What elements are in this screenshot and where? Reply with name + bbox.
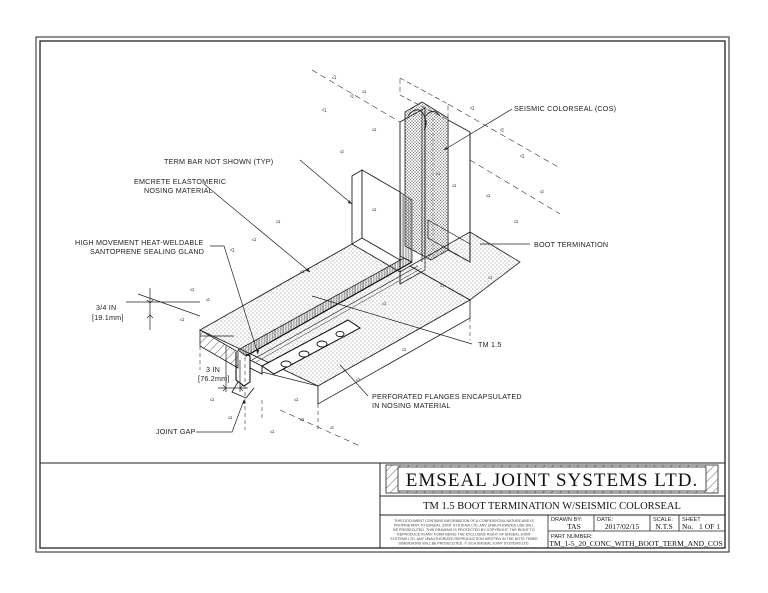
callout-gland-2: SANTOPRENE SEALING GLAND <box>90 247 204 256</box>
inner-border <box>39 40 726 549</box>
drawn-by-value: TAS <box>567 522 581 531</box>
notice-line-6: DIMENSIONS WILL BE PROSECUTED. © 2014 EM… <box>399 542 530 546</box>
notice-line-1: THIS DOCUMENT CONTAINS INFORMATION OF A … <box>394 519 534 523</box>
callout-joint-gap: JOINT GAP <box>156 427 196 436</box>
date-label: DATE: <box>597 517 614 523</box>
notice-line-2: PROPRIETARY TO EMSEAL JOINT SYSTEMS LTD.… <box>394 524 534 528</box>
callout-perf-2: IN NOSING MATERIAL <box>372 401 451 410</box>
scale-label: SCALE: <box>653 517 673 523</box>
drawing-title: TM 1.5 BOOT TERMINATION W/SEISMIC COLORS… <box>423 501 681 512</box>
drawn-by-label: DRAWN BY: <box>551 517 583 523</box>
callout-term-bar: TERM BAR NOT SHOWN (TYP) <box>164 157 273 166</box>
company-name: EMSEAL JOINT SYSTEMS LTD. <box>406 470 698 491</box>
callout-emcrete-1: EMCRETE ELASTOMERIC <box>134 177 226 186</box>
date-value: 2017/02/15 <box>605 522 640 531</box>
notice-line-3: BE PROSECUTED. THIS DRAWING IS PROTECTED… <box>393 528 535 532</box>
title-block: EMSEAL JOINT SYSTEMS LTD. TM 1.5 BOOT TE… <box>380 464 725 548</box>
sheet-label: SHEET <box>682 517 701 523</box>
sheet-no: No. <box>682 522 693 531</box>
boot-termination <box>351 169 363 245</box>
notice-line-5: SYSTEMS LTD. ANY UNAUTHORIZED REPRODUCTI… <box>390 537 538 541</box>
sheet-value: 1 OF 1 <box>699 522 720 531</box>
callout-dim2-mm: [76.2mm] <box>198 374 230 383</box>
callout-dim-in: 3/4 IN <box>96 303 116 312</box>
callout-tm: TM 1.5 <box>478 340 502 349</box>
callout-seismic: SEISMIC COLORSEAL (COS) <box>514 104 616 113</box>
callout-dim2-in: 3 IN <box>206 365 220 374</box>
callout-dim-mm: [19.1mm] <box>92 313 124 322</box>
callout-gland-1: HIGH MOVEMENT HEAT-WELDABLE <box>75 238 204 247</box>
callout-perf-1: PERFORATED FLANGES ENCAPSULATED <box>372 392 522 401</box>
outer-border <box>35 36 730 553</box>
perforated-flange <box>261 319 361 375</box>
callout-boot: BOOT TERMINATION <box>534 240 608 249</box>
part-number-label: PART NUMBER: <box>551 534 593 540</box>
part-number-value: TM_1-5_20_CONC_WITH_BOOT_TERM_AND_COS <box>549 539 722 548</box>
scale-value: N.T.S <box>655 522 673 531</box>
isometric-detail <box>126 69 561 447</box>
notice-line-4: REPRODUCE IN ANY FORM BEING THE EXCLUSIV… <box>397 533 531 537</box>
callout-emcrete-2: NOSING MATERIAL <box>144 186 213 195</box>
